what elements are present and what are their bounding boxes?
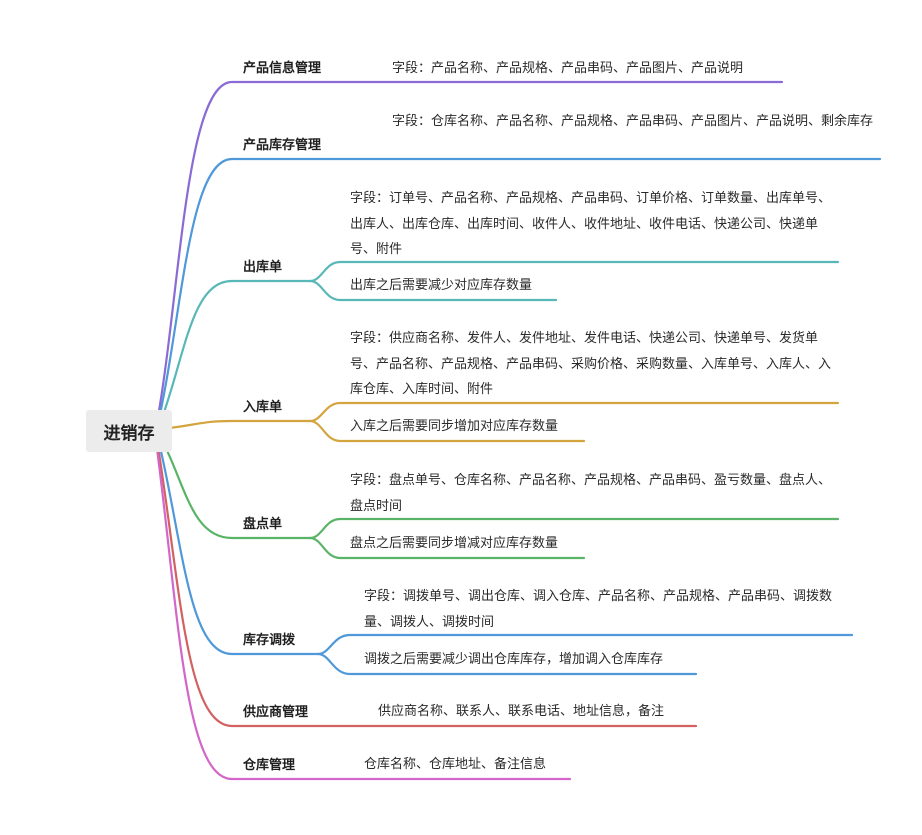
connector-outbound-trunk <box>156 279 312 431</box>
branch-stocktake[interactable]: 盘点单 <box>243 517 283 532</box>
connector-product-info <box>154 80 784 430</box>
connector-outbound-note <box>308 279 558 302</box>
leaf-transfer-note[interactable]: 调拨之后需要减少调出仓库库存，增加调入仓库库存 <box>364 652 664 667</box>
leaf-outbound-fields[interactable]: 字段：订单号、产品名称、产品规格、产品串码、订单价格、订单数量、出库单号、出库人… <box>350 191 832 257</box>
connector-warehouse <box>153 432 572 781</box>
leaf-supplier-fields[interactable]: 供应商名称、联系人、联系电话、地址信息，备注 <box>378 704 665 719</box>
branch-product-stock[interactable]: 产品库存管理 <box>243 138 322 153</box>
leaf-inbound-fields[interactable]: 字段：供应商名称、发件人、发件地址、发件电话、快递公司、快递单号、发货单号、产品… <box>350 331 832 397</box>
leaf-inbound-note[interactable]: 入库之后需要同步增加对应库存数量 <box>350 419 559 434</box>
branch-product-info[interactable]: 产品信息管理 <box>243 61 322 76</box>
branch-supplier[interactable]: 供应商管理 <box>243 705 309 720</box>
branch-transfer[interactable]: 库存调拨 <box>243 633 296 648</box>
connector-transfer-note <box>316 652 698 676</box>
connector-transfer-fields <box>316 633 854 656</box>
connector-transfer-trunk <box>155 432 320 656</box>
connector-product-stock <box>155 157 882 430</box>
leaf-stocktake-fields[interactable]: 字段：盘点单号、仓库名称、产品名称、产品规格、产品串码、盈亏数量、盘点人、盘点时… <box>350 473 832 514</box>
leaf-product-info-fields[interactable]: 字段：产品名称、产品规格、产品串码、产品图片、产品说明 <box>392 61 744 76</box>
leaf-transfer-fields[interactable]: 字段：调拨单号、调出仓库、调入仓库、产品名称、产品规格、产品串码、调拨数量、调拨… <box>364 589 833 630</box>
branch-outbound[interactable]: 出库单 <box>243 260 283 275</box>
leaf-product-stock-fields[interactable]: 字段：仓库名称、产品名称、产品规格、产品串码、产品图片、产品说明、剩余库存 <box>392 114 874 129</box>
connector-inbound-trunk <box>168 419 312 430</box>
leaf-stocktake-note[interactable]: 盘点之后需要同步增减对应库存数量 <box>350 536 559 551</box>
connector-inbound-note <box>308 419 586 443</box>
leaf-warehouse-fields[interactable]: 仓库名称、仓库地址、备注信息 <box>364 757 547 772</box>
branch-warehouse[interactable]: 仓库管理 <box>243 758 296 773</box>
root-node[interactable]: 进销存 <box>86 410 172 452</box>
connector-stocktake-note <box>308 536 586 560</box>
connector-inbound-fields <box>308 401 840 423</box>
leaf-outbound-note[interactable]: 出库之后需要减少对应库存数量 <box>350 278 533 293</box>
connector-outbound-fields <box>308 260 840 283</box>
connector-stocktake-trunk <box>156 431 312 540</box>
connector-supplier <box>154 432 698 728</box>
branch-inbound[interactable]: 入库单 <box>243 400 283 415</box>
connector-stocktake-fields <box>308 517 840 540</box>
